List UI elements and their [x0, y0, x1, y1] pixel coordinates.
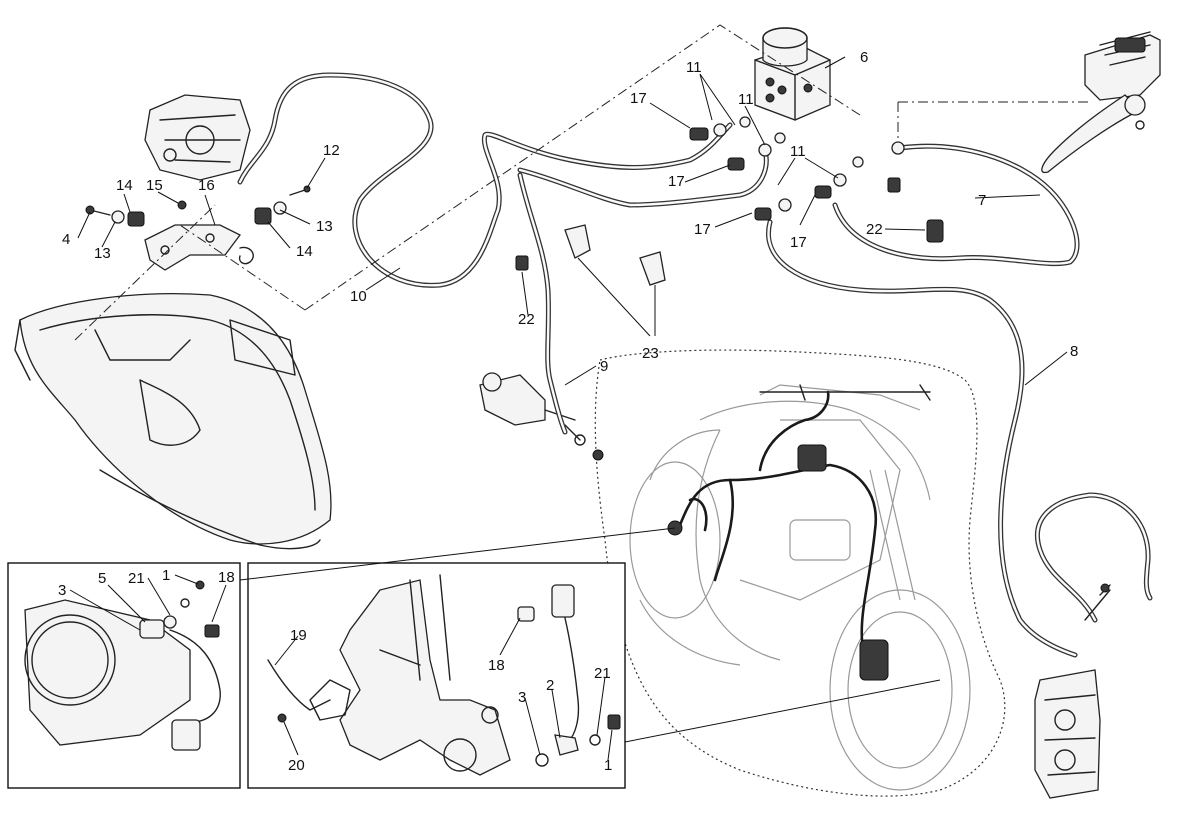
callout-10: 10 — [350, 288, 367, 305]
callout-11b: 11 — [738, 91, 754, 108]
callout-22a: 22 — [518, 311, 535, 328]
inset-rear-sensor — [247, 562, 626, 789]
callout-item-4-bolt: 4 — [62, 231, 70, 248]
callout-17c: 17 — [694, 221, 711, 238]
callout-2: 2 — [546, 677, 554, 694]
caliper-bracket-hardware — [85, 185, 311, 271]
callout-1b: 1 — [604, 757, 612, 774]
callout-label-5: 5 — [98, 570, 107, 587]
callout-19: 19 — [290, 627, 307, 644]
callout-leaders — [69, 56, 1068, 761]
callout-12: 12 — [323, 142, 340, 159]
rear-master-cylinder — [479, 372, 604, 461]
callout-8: 8 — [1070, 343, 1078, 360]
callout-7: 7 — [978, 192, 986, 209]
banjo-fittings — [515, 116, 1111, 621]
callout-label-18b: 18 — [488, 657, 505, 674]
connector-lines — [74, 24, 1090, 341]
callout-11c: 11 — [790, 143, 806, 160]
rear-brake-caliper — [144, 94, 251, 181]
callout-17d: 17 — [790, 234, 807, 251]
motorcycle-outline — [594, 349, 1006, 797]
front-master-cylinder — [1041, 31, 1161, 174]
callout-13a: 13 — [94, 245, 111, 262]
callout-3b: 3 — [518, 689, 526, 706]
callout-22b: 22 — [866, 221, 883, 238]
callout-17a: 17 — [630, 90, 647, 107]
callout-20: 20 — [288, 757, 305, 774]
callout-9: 9 — [600, 358, 608, 375]
callout-14a: 14 — [116, 177, 133, 194]
callout-6: 6 — [860, 49, 868, 66]
callout-13b: 13 — [316, 218, 333, 235]
callout-label-21b: 21 — [594, 665, 611, 682]
callout-labels: 6 11 17 11 11 17 17 17 22 7 8 10 9 22 23… — [58, 49, 1078, 774]
callout-23: 23 — [642, 345, 659, 362]
callout-17b: 17 — [668, 173, 685, 190]
inset-pointer-lines — [239, 527, 941, 743]
callout-11a: 11 — [686, 59, 702, 76]
callout-21a: 21 — [128, 570, 145, 587]
callout-3a: 3 — [58, 582, 66, 599]
fuel-tank-fairing — [14, 293, 332, 550]
abs-control-unit — [754, 27, 831, 121]
callout-14b: 14 — [296, 243, 313, 260]
inset-front-sensor — [7, 562, 241, 789]
front-brake-caliper — [1034, 669, 1101, 799]
callout-16: 16 — [198, 177, 215, 194]
brake-hoses — [237, 72, 1153, 658]
callout-18a: 18 — [218, 569, 235, 586]
callout-15: 15 — [146, 177, 163, 194]
callout-1a: 1 — [162, 567, 170, 584]
